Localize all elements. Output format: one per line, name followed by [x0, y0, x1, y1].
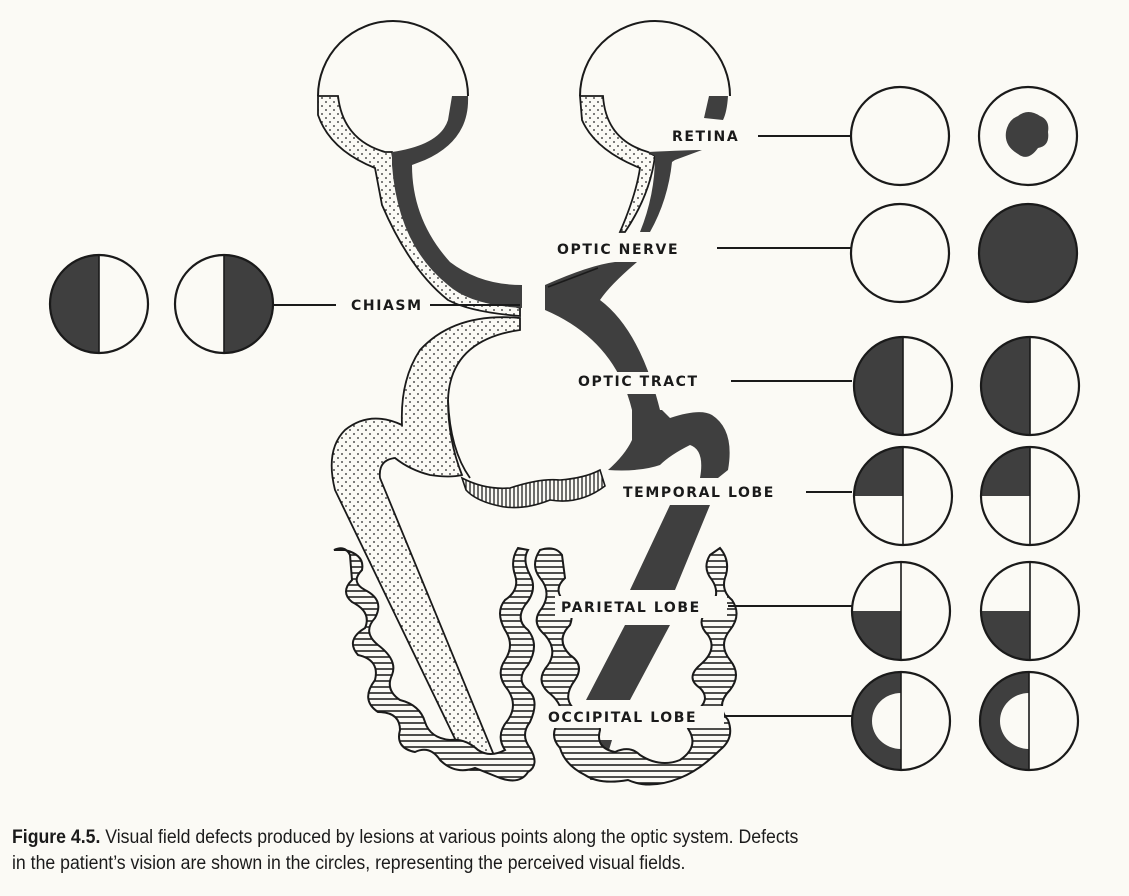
visual-field-occipital-lobe-right-eye — [978, 670, 1080, 772]
label-temporal-lobe: TEMPORAL LOBE — [623, 485, 775, 501]
caption-figure-number: Figure 4.5. — [12, 827, 101, 848]
label-retina: RETINA — [672, 129, 739, 145]
field-defect — [981, 337, 1030, 435]
visual-field-chiasm-left-eye — [48, 253, 150, 355]
left-cortex-gyri — [333, 546, 536, 782]
visual-field-parietal-lobe-left-eye — [850, 560, 952, 662]
visual-field-optic-nerve-left-eye — [849, 202, 951, 304]
visual-field-occipital-lobe-left-eye — [850, 670, 952, 772]
right-eye-dark-fibers — [640, 96, 728, 232]
left-eye-dark-fibers — [392, 96, 522, 308]
right-eye-dotted-fibers — [579, 95, 656, 233]
field-defect — [981, 447, 1030, 496]
field-defect — [980, 672, 1029, 770]
visual-field-retina-left-eye — [849, 85, 951, 187]
left-optic-tract-dotted — [330, 316, 521, 771]
field-defect — [854, 447, 903, 496]
right-eye — [579, 20, 731, 233]
field-defect — [981, 611, 1030, 660]
field-defect — [224, 255, 273, 353]
caption-line-2: in the patient’s vision are shown in the… — [12, 853, 686, 874]
field-defect — [854, 337, 903, 435]
label-chiasm: CHIASM — [351, 298, 423, 314]
label-parietal-lobe: PARIETAL LOBE — [561, 600, 701, 616]
field-defect — [979, 204, 1077, 302]
label-optic-nerve: OPTIC NERVE — [557, 242, 679, 258]
right-optic-tract-dark — [608, 410, 730, 478]
temporal-lesion-striped — [460, 468, 606, 509]
chiasm-region — [330, 262, 730, 780]
visual-field-circles — [48, 85, 1081, 772]
field-defect — [1005, 112, 1049, 157]
field-defect — [50, 255, 99, 353]
visual-field-optic-tract-right-eye — [979, 335, 1081, 437]
left-eye-dotted-fibers — [317, 95, 521, 317]
optic-radiation-dark — [586, 505, 710, 780]
visual-field-retina-right-eye — [977, 85, 1079, 187]
visual-field-optic-nerve-right-eye — [977, 202, 1079, 304]
left-eyeball — [317, 20, 469, 97]
optic-pathway-figure: RETINA OPTIC NERVE CHIASM OPTIC TRACT TE… — [48, 20, 1081, 786]
visual-field-temporal-lobe-right-eye — [979, 445, 1081, 547]
right-eyeball — [579, 20, 731, 97]
visual-field-temporal-lobe-left-eye — [852, 445, 954, 547]
label-occipital-lobe: OCCIPITAL LOBE — [548, 710, 697, 726]
structure-labels: RETINA OPTIC NERVE CHIASM OPTIC TRACT TE… — [272, 124, 852, 728]
caption-text-1: Visual field defects produced by lesions… — [100, 827, 799, 848]
field-defect — [852, 611, 901, 660]
visual-field-optic-tract-left-eye — [852, 335, 954, 437]
visual-field-chiasm-right-eye — [173, 253, 275, 355]
label-optic-tract: OPTIC TRACT — [578, 374, 699, 390]
figure-caption: Figure 4.5. Visual field defects produce… — [12, 825, 1044, 877]
visual-field-parietal-lobe-right-eye — [979, 560, 1081, 662]
caption-line-1: Figure 4.5. Visual field defects produce… — [12, 825, 1044, 851]
left-eye — [317, 20, 522, 317]
field-defect — [852, 672, 901, 770]
